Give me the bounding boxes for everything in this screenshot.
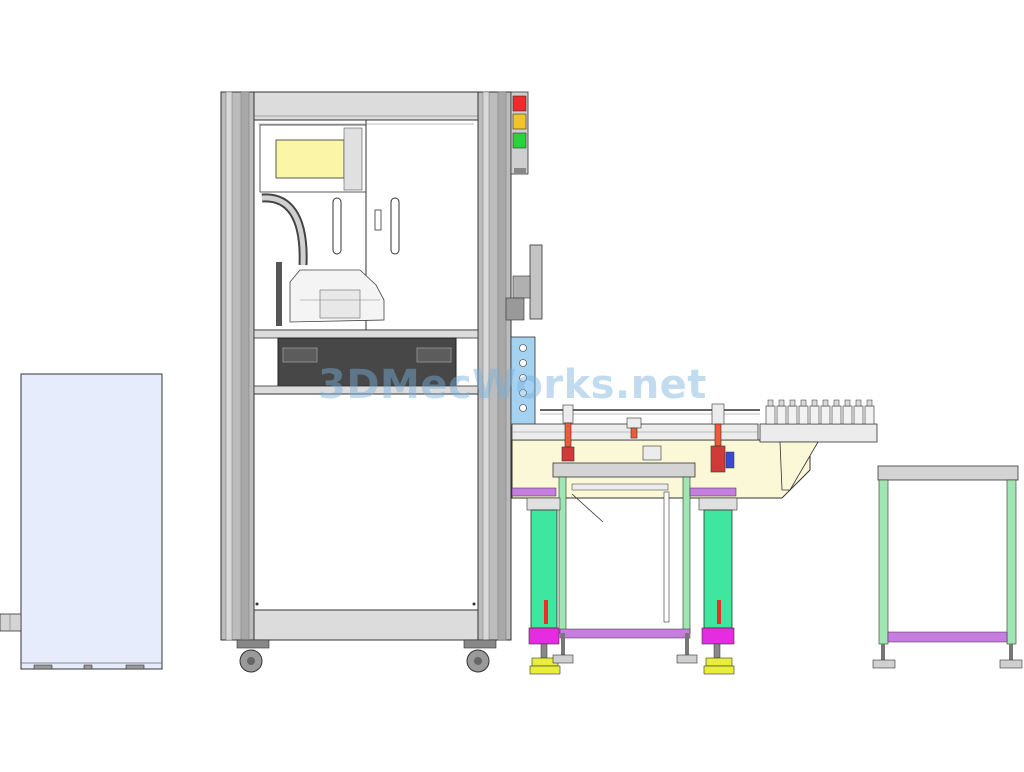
bottle [853,399,864,425]
lift-column-left [526,497,561,675]
bottle [809,399,820,425]
sensor-station-3 [710,403,735,473]
caster-left [236,639,270,673]
table-feet [552,633,698,664]
electrical-cabinet [20,373,163,670]
bottle [842,399,853,425]
hmi-panel [505,244,543,321]
purple-rails [511,487,737,639]
bottle-row [765,399,875,425]
lift-column-right [698,497,738,675]
signal-tower [510,91,529,175]
sensor-station-2 [626,417,662,461]
bottle [787,399,798,425]
sensor-station-1 [561,404,575,462]
bottle [864,399,875,425]
blue-bracket [510,336,536,428]
side-table [872,465,1023,669]
bottle [798,399,809,425]
output-platform [759,423,878,491]
bottle [765,399,776,425]
bottle [831,399,842,425]
main-enclosure [220,91,512,673]
bottle [776,399,787,425]
cable-pipe [0,613,22,632]
bottle [820,399,831,425]
caster-right [463,639,497,673]
